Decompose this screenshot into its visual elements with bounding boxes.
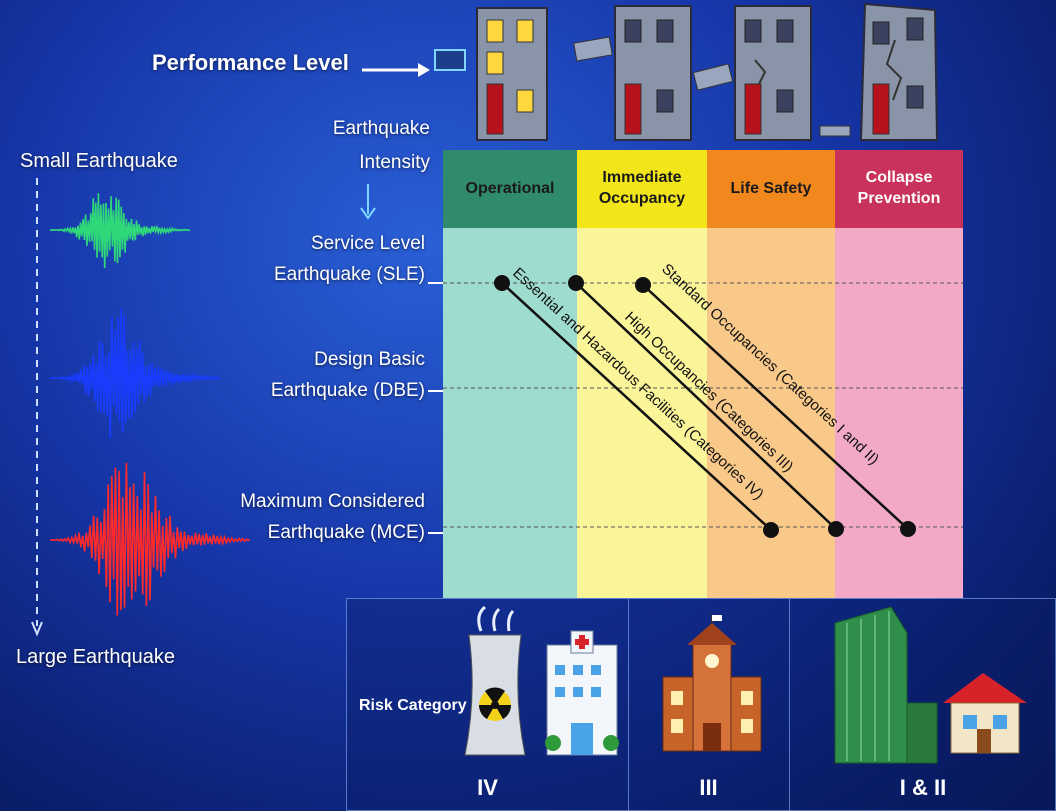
- school-icon: [662, 615, 762, 752]
- mce-point-i-ii: [900, 521, 916, 537]
- immediate-occupancy-building-icon: [573, 5, 692, 141]
- large-wave-icon: [49, 462, 250, 616]
- occupancy-lines-layer: Essential and Hazardous Facilities (Cate…: [443, 260, 963, 538]
- mce-label: Maximum Considered Earthquake (MCE): [185, 486, 425, 548]
- intensity-arrow-icon: [360, 184, 376, 220]
- performance-level-label: Performance Level: [152, 50, 349, 75]
- dbe-label: Design Basic Earthquake (DBE): [185, 344, 425, 406]
- category-i-ii-icons: [834, 606, 1027, 764]
- risk-category-iv: IV: [477, 775, 498, 800]
- risk-category-iii: III: [699, 775, 718, 800]
- level-arrows: [428, 282, 444, 534]
- risk-category-panel: Risk Category: [346, 598, 1056, 811]
- performance-arrow-icon: [362, 63, 430, 77]
- medium-wave-icon: [49, 308, 221, 438]
- column-header-life-safety: Life Safety: [707, 150, 835, 228]
- intensity-line-2: Intensity: [359, 152, 430, 173]
- sle-point-i-ii: [635, 277, 651, 293]
- life-safety-building-icon: [692, 5, 812, 141]
- operational-building-icon: [434, 7, 548, 141]
- intensity-line-1: Earthquake: [332, 118, 430, 139]
- sle-line-2: Earthquake (SLE): [273, 264, 425, 285]
- occupancy-label-iv: Essential and Hazardous Facilities (Cate…: [509, 264, 767, 503]
- sle-point-iii: [568, 275, 584, 291]
- panel-divider-1: [628, 599, 629, 811]
- sle-point-iv: [494, 275, 510, 291]
- column-body-collapse-prevention: [835, 228, 963, 598]
- line-category-iv: Essential and Hazardous Facilities (Cate…: [494, 264, 779, 538]
- nuclear-plant-icon: [464, 605, 526, 756]
- line-category-i-ii: Standard Occupancies (Categories I and I…: [635, 260, 916, 537]
- sle-line-1: Service Level: [310, 233, 425, 254]
- hospital-icon: [545, 630, 619, 756]
- seismogram-group: [49, 193, 250, 616]
- risk-category-label: Risk Category: [359, 697, 467, 714]
- column-header-operational: Operational: [443, 150, 577, 228]
- category-iv-icons: [464, 605, 619, 756]
- mce-line-2: Earthquake (MCE): [267, 522, 425, 543]
- small-wave-icon: [49, 193, 191, 269]
- panel-divider-2: [789, 599, 790, 811]
- dbe-line-2: Earthquake (DBE): [270, 380, 425, 401]
- dbe-line-1: Design Basic: [314, 349, 425, 370]
- house-icon: [943, 673, 1027, 754]
- mce-line-1: Maximum Considered: [240, 491, 425, 512]
- performance-buildings: [434, 2, 939, 141]
- office-tower-icon: [834, 606, 938, 764]
- small-earthquake-label: Small Earthquake: [20, 150, 178, 172]
- collapse-prevention-building-icon: [819, 2, 939, 141]
- large-earthquake-label: Large Earthquake: [16, 646, 176, 668]
- earthquake-intensity-label: Earthquake Intensity: [280, 112, 430, 180]
- magnitude-arrow-icon: [31, 178, 43, 637]
- risk-category-i-ii: I & II: [899, 775, 947, 800]
- mce-point-iii: [828, 521, 844, 537]
- mce-point-iv: [763, 522, 779, 538]
- sle-label: Service Level Earthquake (SLE): [185, 228, 425, 290]
